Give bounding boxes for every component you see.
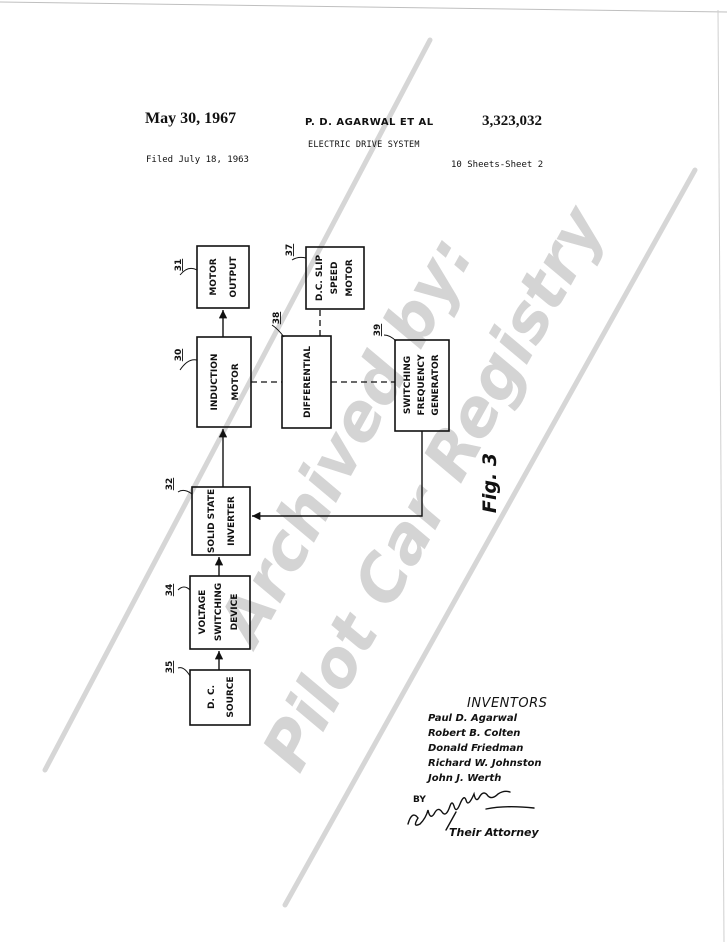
block-label-output-1: MOTOR bbox=[209, 258, 219, 295]
block-label-generator-1: SWITCHING bbox=[403, 356, 413, 414]
block-label-slip-3: MOTOR bbox=[345, 259, 355, 296]
ref-32: 32 bbox=[165, 478, 175, 491]
connector-generator-to-inverter bbox=[251, 431, 423, 521]
inventors-heading: INVENTORS bbox=[467, 696, 548, 711]
block-label-voltage-1: VOLTAGE bbox=[198, 590, 208, 635]
leader-32 bbox=[177, 489, 193, 495]
patent-number: 3,323,032 bbox=[482, 113, 542, 129]
block-label-slip-2: SPEED bbox=[330, 262, 340, 295]
ref-38: 38 bbox=[272, 312, 282, 325]
block-dc-slip-speed-motor bbox=[305, 246, 365, 310]
filed-date: Filed July 18, 1963 bbox=[146, 155, 249, 165]
sheet-count: 10 Sheets-Sheet 2 bbox=[451, 160, 544, 170]
block-motor-output bbox=[196, 245, 250, 309]
ref-30: 30 bbox=[174, 349, 184, 362]
ref-31: 31 bbox=[174, 259, 184, 272]
leader-37 bbox=[291, 256, 307, 261]
block-label-inverter-1: SOLID STATE bbox=[207, 489, 217, 553]
attorney-label: Their Attorney bbox=[449, 826, 539, 839]
block-label-dc-source-2: SOURCE bbox=[226, 676, 236, 717]
inventor-name-5: John J. Werth bbox=[428, 773, 502, 784]
by-label: BY bbox=[413, 795, 426, 805]
ref-35: 35 bbox=[165, 661, 175, 674]
inventor-name: P. D. AGARWAL ET AL bbox=[305, 117, 434, 128]
figure-label: Fig. 3 bbox=[479, 453, 501, 513]
inventor-name-3: Donald Friedman bbox=[428, 743, 524, 754]
block-label-inverter-2: INVERTER bbox=[227, 496, 237, 546]
block-label-induction-2: MOTOR bbox=[231, 363, 241, 400]
leader-34 bbox=[177, 586, 191, 591]
block-label-output-2: OUTPUT bbox=[229, 256, 239, 298]
leader-35 bbox=[177, 667, 191, 677]
leader-31 bbox=[179, 267, 198, 276]
leader-38 bbox=[271, 324, 285, 338]
block-label-differential: DIFFERENTIAL bbox=[303, 346, 313, 418]
block-label-generator-3: GENERATOR bbox=[431, 354, 441, 415]
attorney-signature bbox=[407, 790, 535, 831]
block-label-dc-source-1: D. C. bbox=[207, 685, 217, 709]
block-voltage-switching-device bbox=[189, 575, 251, 650]
block-label-voltage-3: DEVICE bbox=[230, 594, 240, 631]
block-label-voltage-2: SWITCHING bbox=[214, 583, 224, 641]
leader-39 bbox=[383, 334, 397, 342]
block-induction-motor bbox=[196, 336, 252, 428]
block-dc-source bbox=[189, 669, 251, 726]
block-label-slip-1: D.C. SLIP bbox=[315, 254, 325, 301]
ref-34: 34 bbox=[165, 584, 175, 597]
ref-37: 37 bbox=[285, 244, 295, 257]
block-label-generator-2: FREQUENCY bbox=[417, 354, 427, 415]
patent-title: ELECTRIC DRIVE SYSTEM bbox=[308, 140, 420, 150]
inventor-name-1: Paul D. Agarwal bbox=[428, 713, 518, 724]
leader-30 bbox=[179, 359, 198, 371]
inventor-name-2: Robert B. Colten bbox=[428, 728, 521, 739]
patent-date: May 30, 1967 bbox=[145, 110, 237, 127]
block-label-induction-1: INDUCTION bbox=[210, 354, 220, 411]
inventor-name-4: Richard W. Johnston bbox=[428, 758, 542, 769]
block-solid-state-inverter bbox=[191, 486, 251, 556]
ref-39: 39 bbox=[373, 324, 383, 337]
